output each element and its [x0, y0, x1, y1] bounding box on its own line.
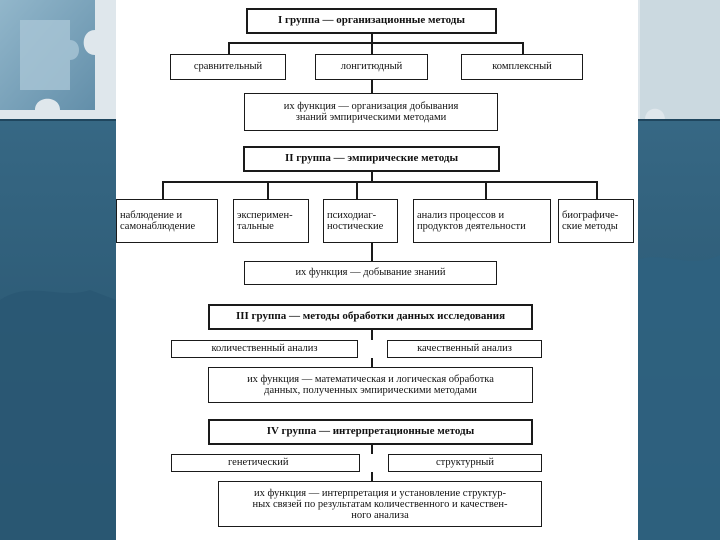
connector: [522, 42, 524, 54]
method-qualitative: качественный анализ: [387, 340, 542, 358]
method-genetic: генетический: [171, 454, 360, 472]
method-observation: наблюдение и самонаблюдение: [116, 199, 218, 243]
connector: [228, 42, 230, 54]
connector: [485, 181, 487, 199]
puzzle-piece-bottom-left: [0, 290, 116, 540]
connector: [371, 243, 373, 261]
connector: [371, 34, 373, 42]
method-quantitative: количественный анализ: [171, 340, 358, 358]
method-comparative: сравнительный: [170, 54, 286, 80]
method-experimental: эксперимен- тальные: [233, 199, 309, 243]
puzzle-piece-bottom-right: [638, 255, 720, 540]
method-structural: структурный: [388, 454, 542, 472]
connector: [162, 181, 164, 199]
group2-title: II группа — эмпирические методы: [243, 146, 500, 172]
group1-title: I группа — организационные методы: [246, 8, 497, 34]
connector: [371, 80, 373, 93]
connector: [371, 358, 373, 367]
connector: [371, 330, 373, 340]
connector: [596, 181, 598, 199]
connector: [356, 181, 358, 199]
connector: [267, 181, 269, 199]
connector: [228, 42, 522, 44]
method-psychodiagnostic: психодиаг- ностические: [323, 199, 398, 243]
puzzle-piece-left-2: [20, 20, 79, 90]
method-complex: комплексный: [461, 54, 583, 80]
puzzle-piece-right: [640, 0, 720, 120]
group4-title: IV группа — интерпретационные методы: [208, 419, 533, 445]
connector: [371, 172, 373, 181]
connector: [371, 472, 373, 481]
group3-function: их функция — математическая и логическая…: [208, 367, 533, 403]
method-activity-analysis: анализ процессов и продуктов деятельност…: [413, 199, 551, 243]
connector: [371, 42, 373, 54]
group3-title: III группа — методы обработки данных исс…: [208, 304, 533, 330]
group2-function: их функция — добывание знаний: [244, 261, 497, 285]
group4-function: их функция — интерпретация и установлени…: [218, 481, 542, 527]
method-longitudinal: лонгитюдный: [315, 54, 428, 80]
connector: [371, 445, 373, 454]
method-biographical: биографиче- ские методы: [558, 199, 634, 243]
group1-function: их функция — организация добывания знани…: [244, 93, 498, 131]
connector: [162, 181, 596, 183]
